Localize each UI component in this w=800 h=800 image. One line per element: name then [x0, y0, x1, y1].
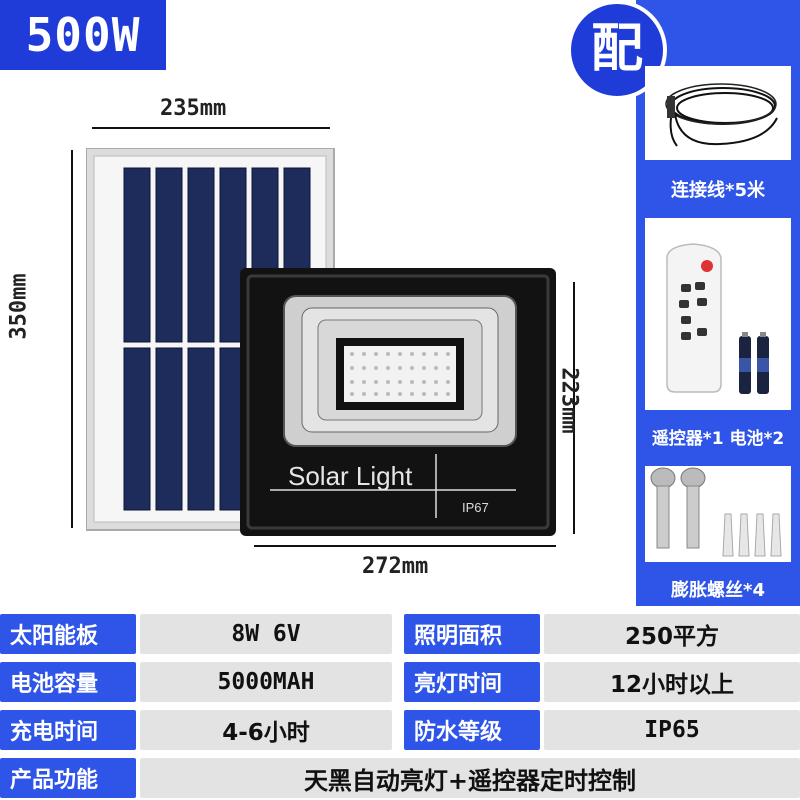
- cable-card: [645, 66, 791, 160]
- light-width-label: 272mm: [362, 554, 429, 579]
- cable-label: 连接线*5米: [671, 180, 765, 201]
- function-value: 天黑自动亮灯+遥控器定时控制: [140, 758, 800, 798]
- spec-label: 防水等级: [404, 710, 540, 750]
- remote-card: [645, 218, 791, 410]
- spec-value: 250平方: [544, 614, 800, 654]
- spec-label: 太阳能板: [0, 614, 136, 654]
- remote-label: 遥控器*1 电池*2: [651, 429, 785, 449]
- solar-light-text: Solar Light: [288, 461, 413, 491]
- cable-icon: [665, 83, 778, 147]
- ip-rating-text: IP67: [462, 500, 489, 515]
- spec-value: 5000MAH: [140, 662, 392, 702]
- flood-light: [240, 268, 556, 536]
- screws-label: 膨胀螺丝*4: [671, 580, 765, 601]
- spec-label: 照明面积: [404, 614, 540, 654]
- power-badge: 500W: [0, 0, 166, 70]
- spec-value: 8W 6V: [140, 614, 392, 654]
- remote-icon: [666, 243, 769, 394]
- spec-label: 充电时间: [0, 710, 136, 750]
- light-height-label: 223mm: [556, 367, 582, 434]
- panel-width-label: 235mm: [160, 96, 227, 121]
- spec-value: 4-6小时: [140, 710, 392, 750]
- function-label: 产品功能: [0, 758, 136, 798]
- screw-icon: [650, 467, 782, 557]
- screws-card: [645, 466, 791, 562]
- panel-height-label: 350mm: [6, 273, 32, 340]
- spec-label: 亮灯时间: [404, 662, 540, 702]
- spec-value: IP65: [544, 710, 800, 750]
- spec-value: 12小时以上: [544, 662, 800, 702]
- dimension-lines: [71, 127, 575, 547]
- spec-label: 电池容量: [0, 662, 136, 702]
